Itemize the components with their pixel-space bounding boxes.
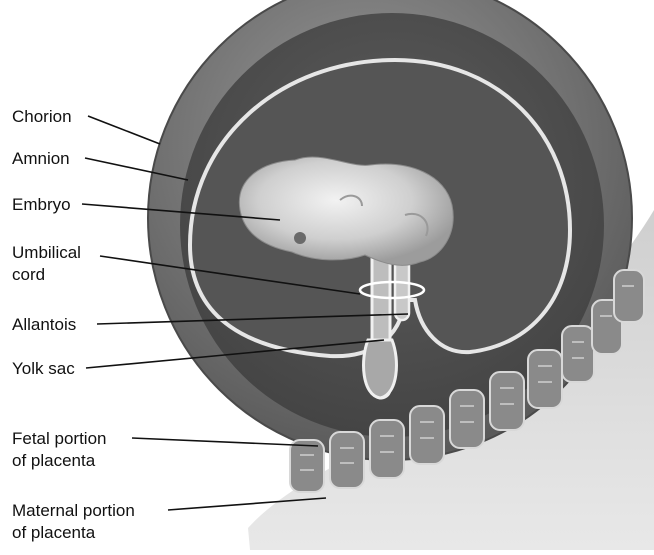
- label-fetal-placenta-1: Fetal portion: [12, 428, 107, 449]
- label-umbilical-cord-2: cord: [12, 264, 45, 285]
- label-chorion: Chorion: [12, 106, 72, 127]
- label-umbilical-cord-1: Umbilical: [12, 242, 81, 263]
- label-maternal-placenta-1: Maternal portion: [12, 500, 135, 521]
- label-fetal-placenta-2: of placenta: [12, 450, 95, 471]
- label-yolk-sac: Yolk sac: [12, 358, 75, 379]
- label-allantois: Allantois: [12, 314, 76, 335]
- label-maternal-placenta-2: of placenta: [12, 522, 95, 543]
- label-embryo: Embryo: [12, 194, 71, 215]
- label-amnion: Amnion: [12, 148, 70, 169]
